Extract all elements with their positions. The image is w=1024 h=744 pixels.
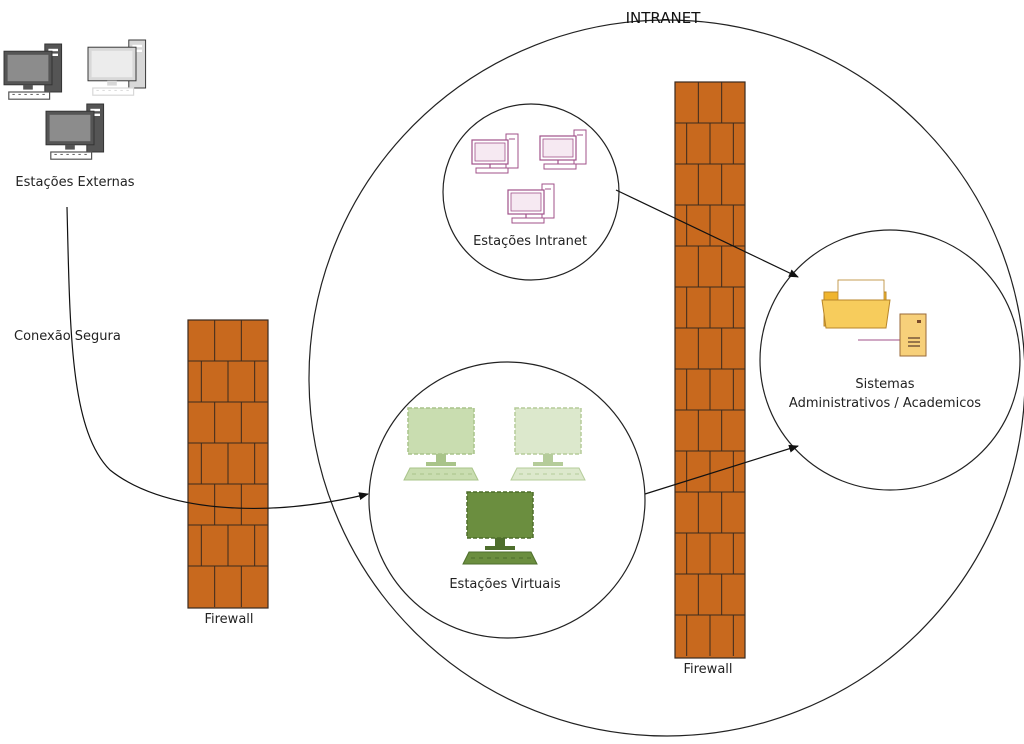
virtual-pc-icon xyxy=(403,407,479,481)
folder-icon xyxy=(821,279,891,329)
firewall-outer-label: Firewall xyxy=(204,612,254,627)
external-pc-light-icon xyxy=(87,39,147,96)
firewall-inner-label: Firewall xyxy=(683,662,733,677)
virtual-pc-icon xyxy=(462,491,538,565)
external-pc-dark-icon xyxy=(3,43,63,100)
secure-connection-label: Conexão Segura xyxy=(14,329,121,344)
firewall-inner-icon xyxy=(674,81,746,659)
virtual-stations-label: Estações Virtuais xyxy=(449,577,561,592)
external-pc-dark-icon xyxy=(45,103,105,160)
intranet-title: INTRANET xyxy=(625,9,701,27)
external-stations-icons xyxy=(3,39,147,160)
systems-label-line2: Administrativos / Academicos xyxy=(788,396,982,411)
intranet-boundary xyxy=(308,19,1024,737)
virtual-to-systems-arrow xyxy=(644,444,799,495)
systems-group xyxy=(759,229,1021,491)
intranet-pc-icon xyxy=(471,133,519,174)
intranet-to-systems-arrow xyxy=(615,189,799,278)
secure-connection-line xyxy=(66,206,369,509)
systems-label-line1: Sistemas xyxy=(855,377,915,392)
intranet-stations-label: Estações Intranet xyxy=(473,234,587,249)
intranet-pc-icon xyxy=(507,183,555,224)
intranet-stations-icons xyxy=(471,129,587,224)
server-icon xyxy=(899,313,927,357)
external-stations-label: Estações Externas xyxy=(15,175,135,190)
virtual-pc-icon xyxy=(510,407,586,481)
virtual-stations-icons xyxy=(403,407,586,565)
intranet-pc-icon xyxy=(539,129,587,170)
firewall-outer-icon xyxy=(187,319,269,609)
